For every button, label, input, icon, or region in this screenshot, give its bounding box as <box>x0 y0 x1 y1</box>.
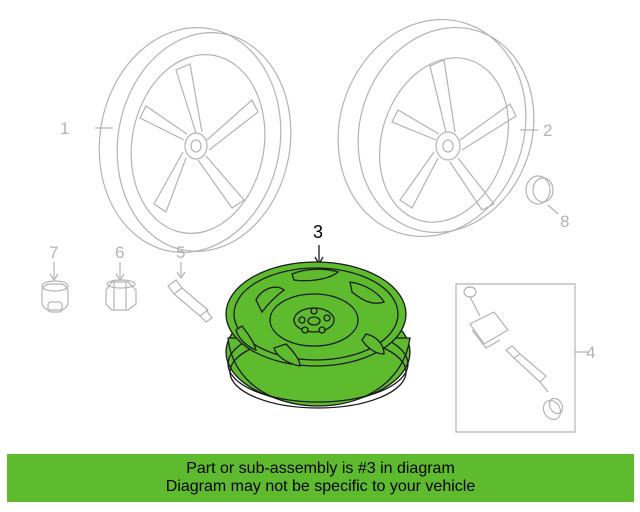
banner-line-1: Part or sub-assembly is #3 in diagram <box>186 460 455 477</box>
tpms-sensor-part-4[interactable] <box>455 283 588 433</box>
center-cap-part-8[interactable] <box>525 175 559 215</box>
steel-wheel-part-3[interactable] <box>225 245 411 409</box>
callout-8[interactable]: 8 <box>560 212 570 231</box>
callout-4[interactable]: 4 <box>586 343 596 362</box>
info-banner: Part or sub-assembly is #3 in diagram Di… <box>7 454 634 502</box>
valve-stem-part-5[interactable] <box>167 262 213 323</box>
callout-5[interactable]: 5 <box>176 243 186 262</box>
callout-1[interactable]: 1 <box>60 119 70 138</box>
callout-7[interactable]: 7 <box>49 243 59 262</box>
alloy-wheel-part-1[interactable] <box>82 13 308 267</box>
banner-line-2: Diagram may not be specific to your vehi… <box>165 478 476 495</box>
lug-nut-part-6[interactable] <box>105 262 137 311</box>
callout-2[interactable]: 2 <box>543 121 553 140</box>
callout-3[interactable]: 3 <box>313 222 324 242</box>
callout-6[interactable]: 6 <box>115 243 125 262</box>
alloy-wheel-part-2[interactable] <box>311 0 560 261</box>
lug-nut-part-7[interactable] <box>41 262 69 313</box>
